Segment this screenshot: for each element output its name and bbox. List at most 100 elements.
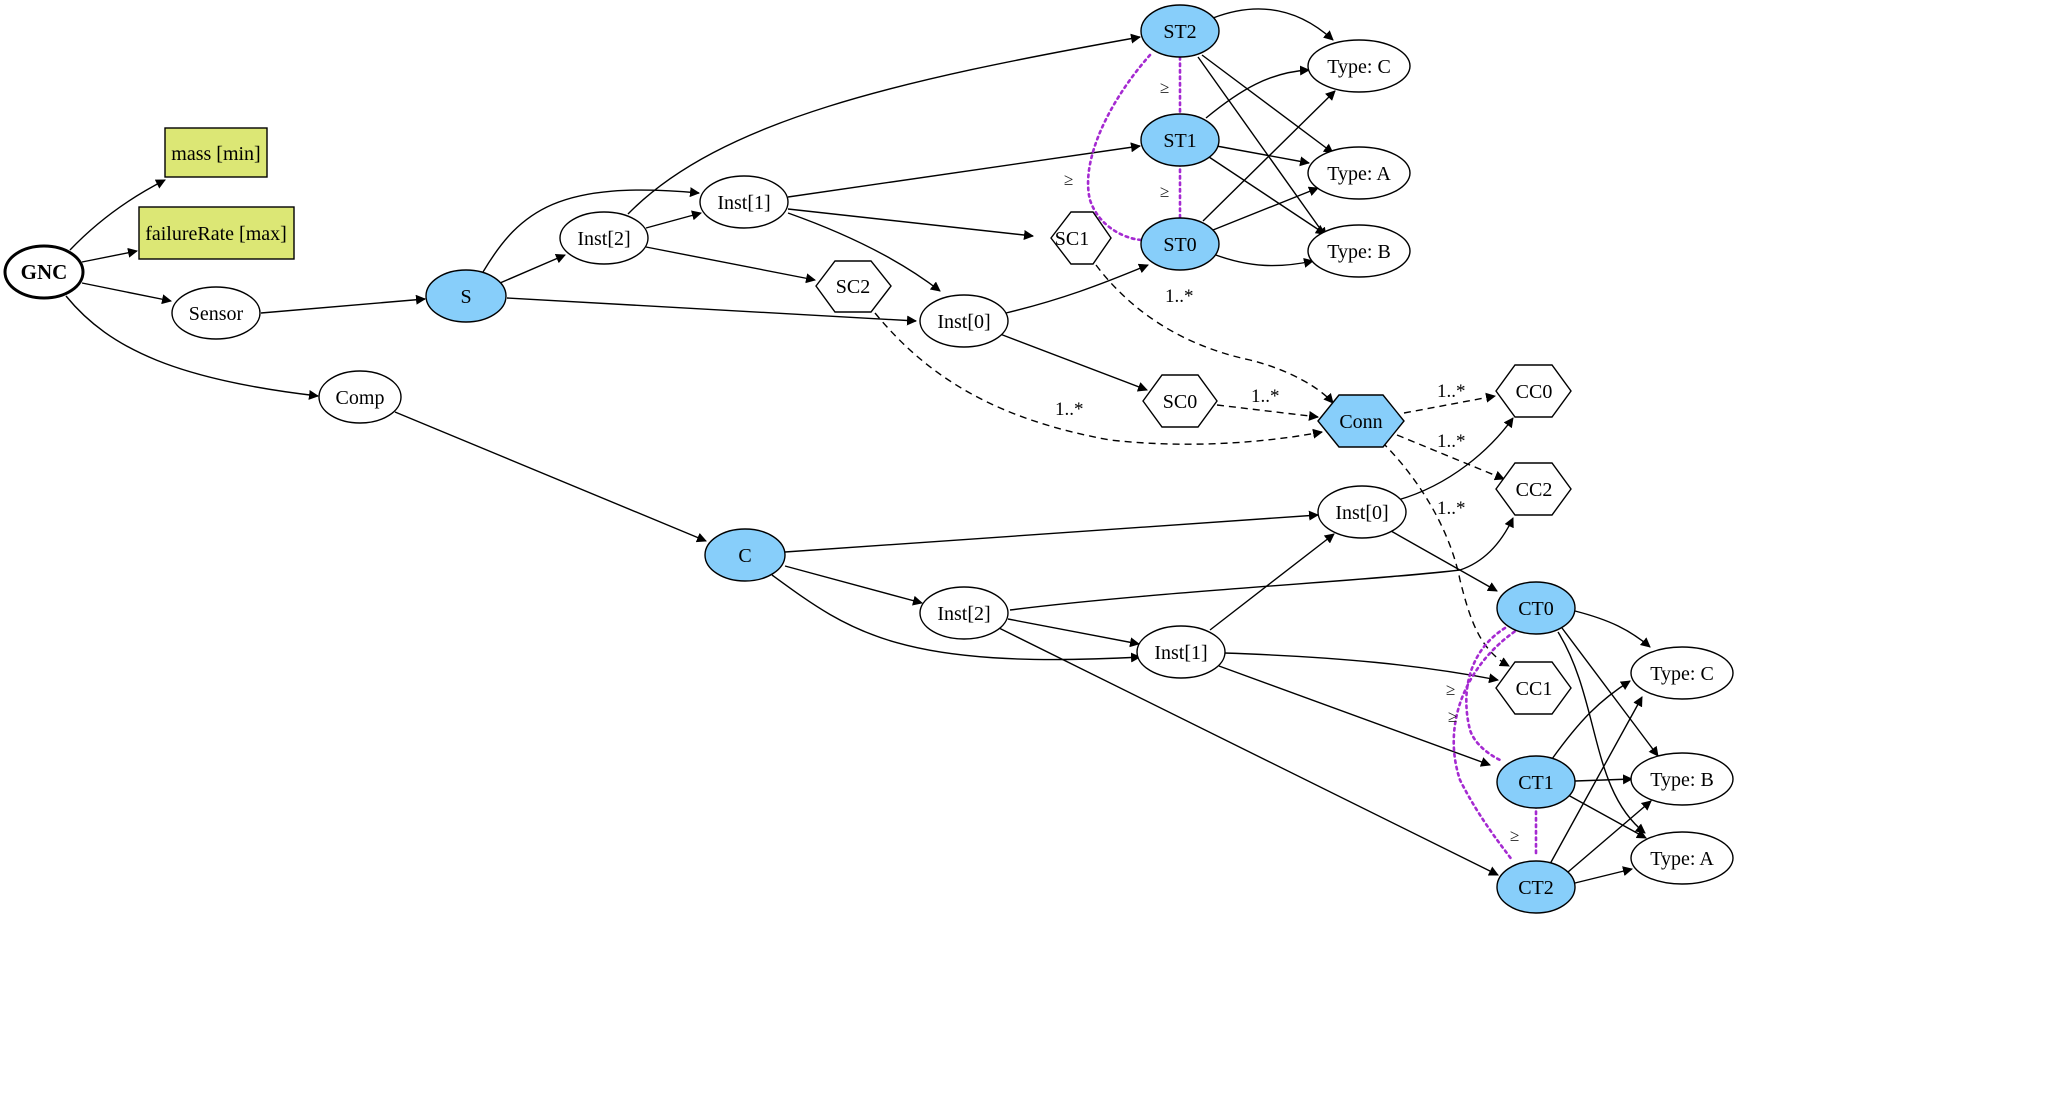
order-ct0-ct2: [1452, 626, 1522, 862]
edge-c-inst2-ct2: [998, 627, 1499, 876]
edge-ct1-typea: [1567, 794, 1647, 839]
edge-ct1-typec: [1551, 680, 1631, 760]
node-sc1: SC1: [1050, 211, 1112, 265]
edge-st1-typec: [1205, 65, 1310, 119]
edge-s-inst1: [482, 187, 700, 273]
node-st-type-a-label: Type: A: [1327, 163, 1391, 185]
node-ct-type-b: Type: B: [1630, 752, 1734, 806]
edge-sc2-conn: [874, 312, 1323, 445]
edge-st0-typea: [1212, 186, 1319, 231]
edge-gnc-sensor: [81, 282, 172, 305]
node-ct0-label: CT0: [1518, 598, 1554, 620]
edge-comp-c: [394, 411, 707, 543]
edge-s-inst2: [499, 253, 566, 284]
node-cc2-label: CC2: [1516, 479, 1553, 501]
node-conn-label: Conn: [1339, 411, 1382, 433]
node-mass: mass [min]: [164, 127, 268, 178]
edge-label-sc2-conn: 1..*: [1055, 399, 1084, 420]
node-s-inst1: Inst[1]: [699, 175, 789, 229]
node-s: S: [425, 269, 507, 323]
order-st2-st0: [1086, 53, 1152, 242]
geq-label-st2-st1: ≥: [1160, 78, 1169, 97]
edge-s-inst2-st2: [627, 33, 1141, 215]
edge-label-conn-cc2: 1..*: [1437, 431, 1466, 452]
geq-label-ct1-ct2: ≥: [1510, 826, 1519, 845]
node-st-type-b: Type: B: [1307, 224, 1411, 278]
edge-ct2-typea: [1574, 866, 1633, 884]
edge-ct2-typec: [1549, 696, 1643, 865]
node-conn: Conn: [1317, 394, 1405, 448]
edge-c-inst0-ct0: [1390, 530, 1498, 592]
edge-label-sc0-conn: 1..*: [1251, 386, 1280, 407]
node-c-inst1-label: Inst[1]: [1154, 642, 1207, 664]
order-ct0-ct1: [1465, 626, 1507, 762]
node-ct-type-b-label: Type: B: [1650, 769, 1714, 791]
node-c-inst2: Inst[2]: [919, 586, 1009, 640]
node-st-type-c: Type: C: [1307, 39, 1411, 93]
edge-conn-cc1: [1381, 441, 1510, 667]
node-st-type-a: Type: A: [1307, 146, 1411, 200]
node-st-type-b-label: Type: B: [1327, 241, 1391, 263]
node-st0-label: ST0: [1163, 234, 1196, 256]
edge-s-inst2-inst1: [645, 210, 702, 229]
edge-st0-typec: [1202, 90, 1336, 222]
node-mass-label: mass [min]: [171, 143, 260, 165]
node-sc0: SC0: [1142, 374, 1218, 428]
edge-c-inst1-ct1: [1218, 665, 1491, 767]
edge-st1-typeb: [1205, 154, 1326, 235]
node-ct2: CT2: [1496, 860, 1576, 914]
node-ct-type-a-label: Type: A: [1650, 848, 1714, 870]
edge-c-inst0-cc0: [1397, 417, 1514, 501]
node-st1: ST1: [1140, 113, 1220, 167]
node-ct1-label: CT1: [1518, 772, 1554, 794]
node-sensor: Sensor: [171, 286, 261, 340]
edge-s-inst1-inst0: [787, 212, 941, 292]
edge-c-inst1-inst0: [1209, 533, 1335, 631]
node-comp: Comp: [318, 370, 402, 424]
node-s-inst2: Inst[2]: [559, 211, 649, 265]
node-s-inst2-label: Inst[2]: [577, 228, 630, 250]
geq-label-st1-st0: ≥: [1160, 182, 1169, 201]
node-s-inst0: Inst[0]: [919, 294, 1009, 348]
node-ct-type-c: Type: C: [1630, 646, 1734, 700]
node-sc1-label: SC1: [1055, 228, 1089, 250]
node-failure-rate: failureRate [max]: [138, 206, 295, 260]
edge-st0-typeb: [1212, 253, 1314, 268]
edge-ct2-typeb: [1567, 800, 1652, 873]
edge-c-inst2: [784, 565, 923, 606]
node-ct-type-c-label: Type: C: [1650, 663, 1714, 685]
node-c-inst1: Inst[1]: [1136, 625, 1226, 679]
node-sc2-label: SC2: [836, 276, 870, 298]
node-c: C: [704, 528, 786, 582]
edge-s-inst0: [506, 297, 917, 326]
edge-st2-typeb: [1197, 56, 1327, 238]
geq-label-ct0-ct1: ≥: [1446, 680, 1455, 699]
edge-c-inst1: [771, 574, 1141, 663]
node-cc0: CC0: [1495, 364, 1572, 418]
node-st1-label: ST1: [1163, 130, 1196, 152]
node-c-inst0-label: Inst[0]: [1335, 502, 1388, 524]
node-c-inst0: Inst[0]: [1317, 485, 1407, 539]
edge-gnc-mass: [69, 179, 166, 251]
edge-conn-cc2: [1396, 434, 1505, 481]
edge-c-inst2-inst1: [1007, 618, 1140, 648]
edge-label-sc1-conn: 1..*: [1165, 286, 1194, 307]
node-st2: ST2: [1140, 4, 1220, 58]
edge-label-conn-cc0: 1..*: [1437, 381, 1466, 402]
node-gnc-label: GNC: [21, 260, 68, 284]
edge-ct0-typeb: [1561, 627, 1659, 757]
node-st2-label: ST2: [1163, 21, 1196, 43]
node-cc2: CC2: [1495, 462, 1572, 516]
node-c-label: C: [738, 545, 751, 567]
node-s-inst1-label: Inst[1]: [717, 192, 770, 214]
geq-label-st2-st0: ≥: [1064, 170, 1073, 189]
edge-s-inst1-st1: [787, 142, 1141, 198]
edge-c-inst1-cc1: [1223, 652, 1499, 684]
node-sensor-label: Sensor: [189, 303, 244, 325]
node-sc0-label: SC0: [1163, 391, 1197, 413]
node-comp-label: Comp: [336, 387, 385, 409]
edge-ct0-typea: [1557, 631, 1646, 834]
edge-ct1-typeb: [1574, 774, 1633, 785]
node-s-label: S: [460, 286, 471, 308]
